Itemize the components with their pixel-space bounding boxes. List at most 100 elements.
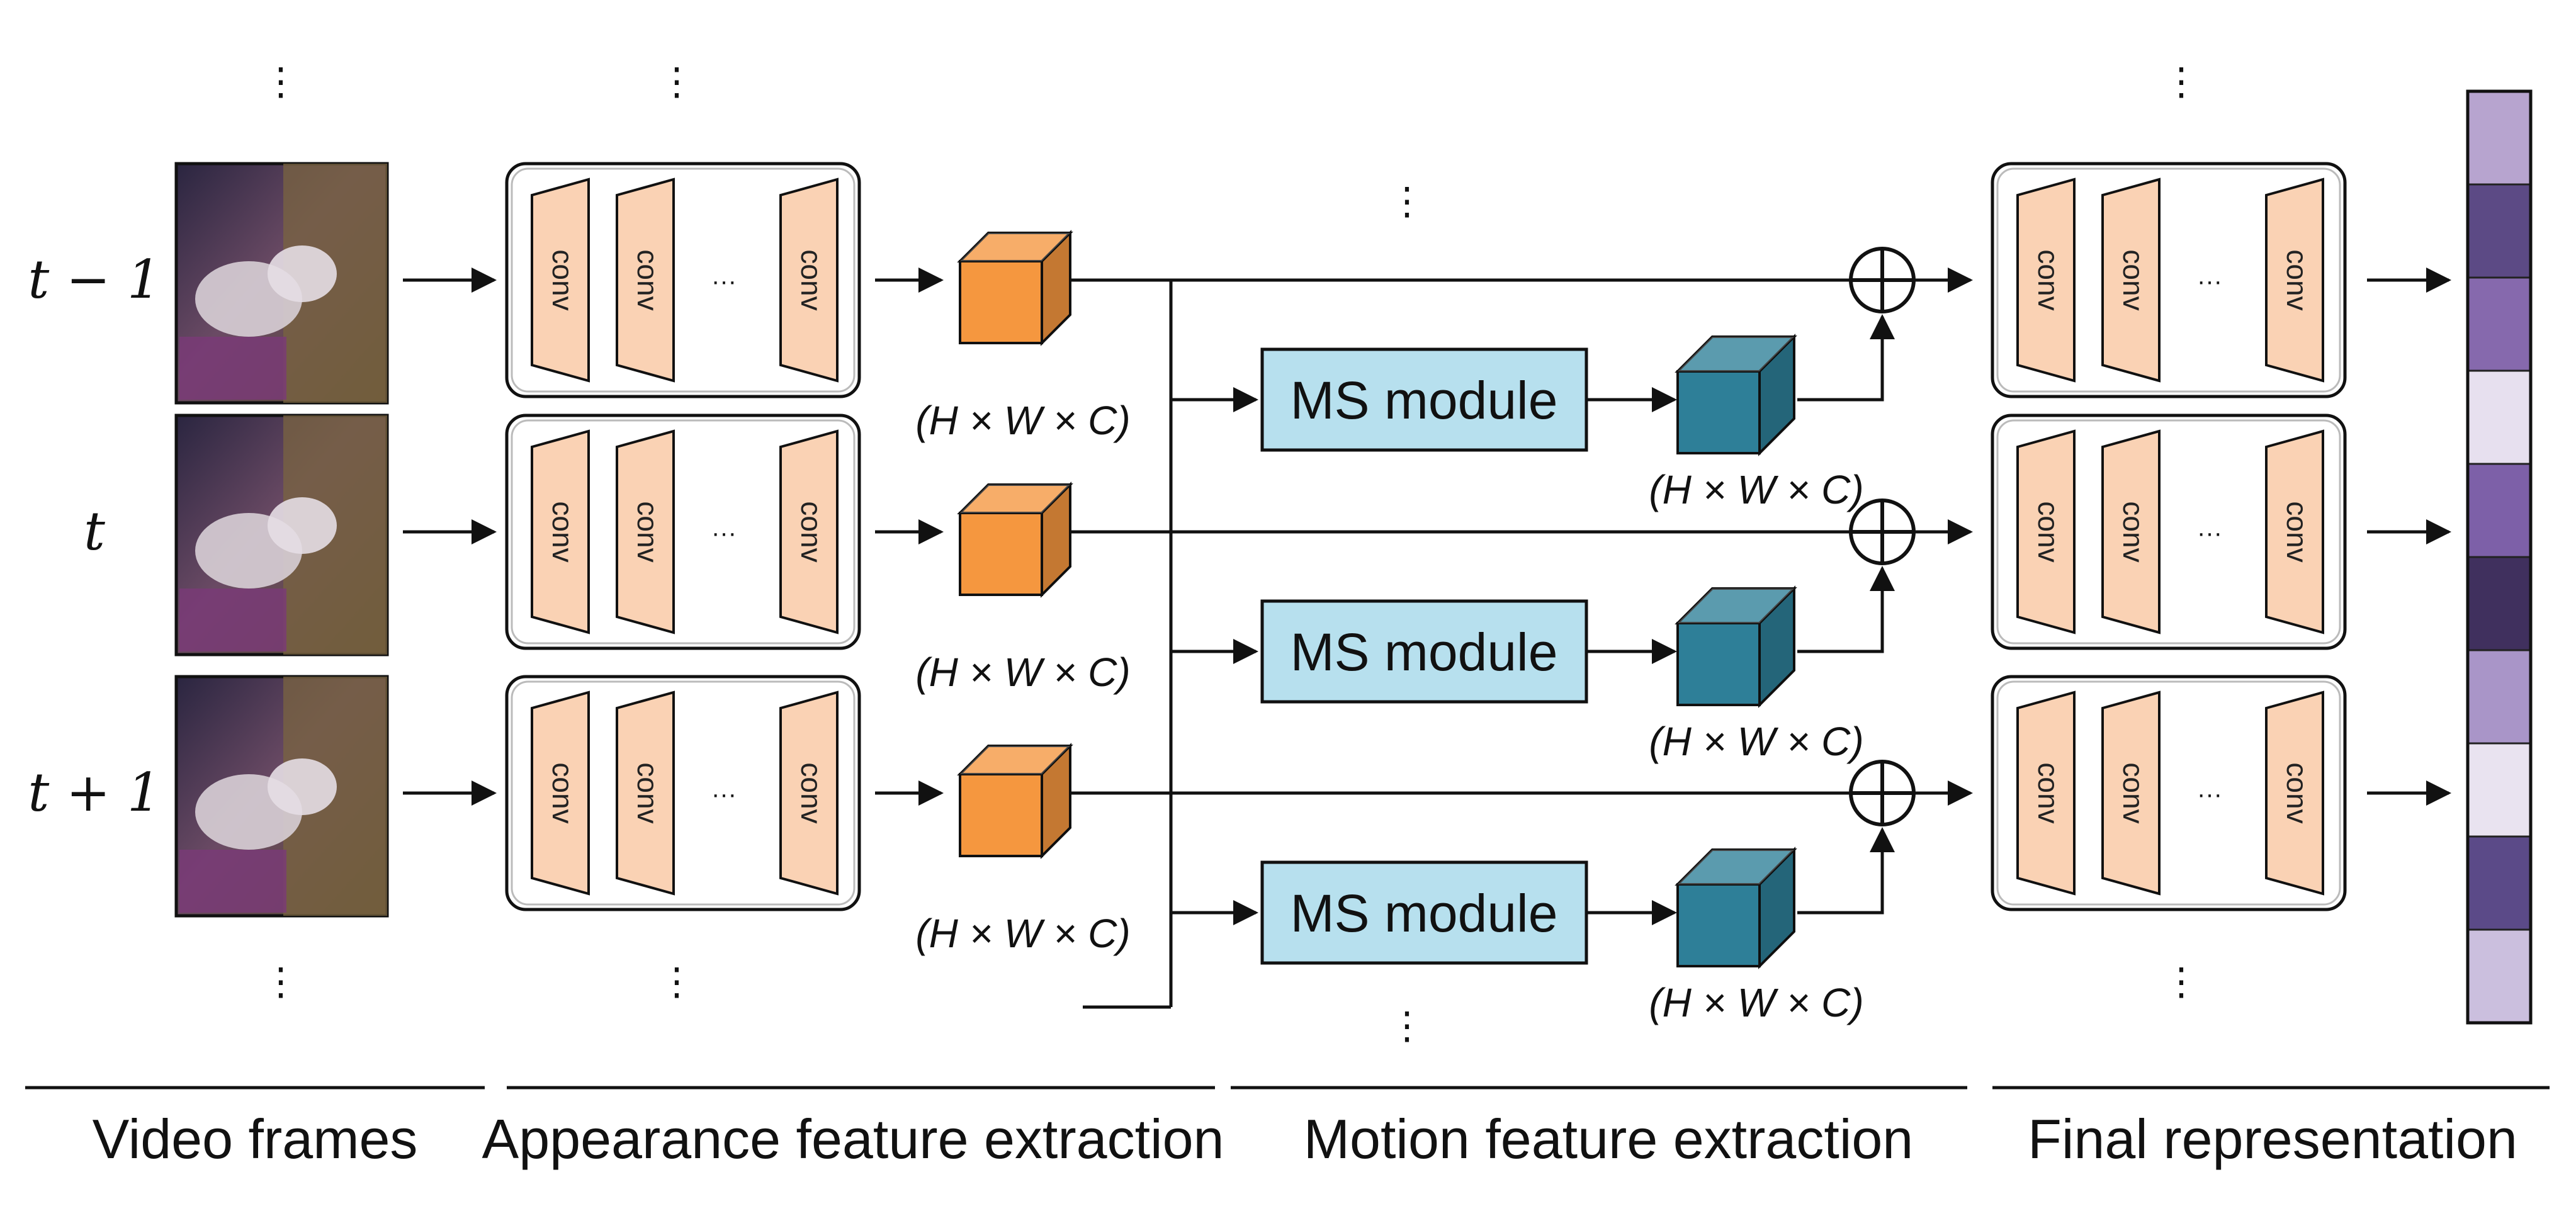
conv-layer [779, 690, 839, 896]
appearance-feature-dims: (H × W × C) [915, 398, 1130, 443]
conv-label: conv [2281, 501, 2313, 562]
video-frame-thumbnail [174, 414, 389, 656]
final-conv-block-container [1991, 162, 2347, 398]
vector-cell [2466, 369, 2532, 465]
final-conv-block-inner-border [1996, 680, 2341, 906]
conv-label: conv [795, 249, 828, 310]
section-label-video-frames: Video frames [93, 1108, 418, 1170]
horizontal-ellipsis: ··· [711, 780, 737, 808]
motion-feature-cube-side-shade [1760, 850, 1794, 966]
appearance-feature-cube-side-shade [1042, 746, 1070, 856]
arrow-motion-to-sum [1797, 827, 1895, 915]
appearance-feature-cube-side-shade [1042, 233, 1070, 343]
vertical-ellipsis: ⋮ [1388, 180, 1426, 222]
conv-layer [2265, 429, 2324, 634]
final-representation-vector [2466, 89, 2533, 1025]
ms-module-box [1260, 599, 1588, 704]
conv-layer [2016, 429, 2076, 634]
section-label-final: Final representation [2028, 1108, 2517, 1170]
motion-feature-dims: (H × W × C) [1649, 980, 1863, 1025]
section-label-appearance: Appearance feature extraction [482, 1108, 1224, 1170]
ms-module-label: MS module [1291, 622, 1558, 682]
motion-feature-cube-side [1758, 847, 1795, 969]
appearance-conv-block-inner-border [511, 419, 856, 645]
conv-label: conv [546, 501, 579, 562]
vertical-ellipsis-group: ⋮ ⋮ ⋮ ⋮ ⋮ ⋮ ⋮ ⋮ [262, 60, 2200, 1047]
conv-label: conv [546, 249, 579, 310]
conv-layer [531, 429, 590, 634]
vector-cell [2466, 183, 2532, 279]
motion-feature-cube-top-highlight [1678, 337, 1794, 371]
conv-layer [531, 690, 590, 896]
conv-label: conv [2117, 501, 2150, 562]
motion-feature-cube-side-shade [1760, 337, 1794, 453]
appearance-feature-cube-side-shade [1042, 485, 1070, 595]
vertical-ellipsis: ⋮ [658, 60, 696, 103]
appearance-feature-dims: (H × W × C) [915, 911, 1130, 956]
motion-feature-cube-top-highlight [1678, 589, 1794, 623]
conv-layer [779, 429, 839, 634]
vertical-ellipsis: ⋮ [1388, 1005, 1426, 1047]
appearance-conv-block-container [505, 162, 861, 398]
conv-label: conv [2117, 249, 2150, 310]
ms-module-label: MS module [1291, 884, 1558, 943]
vector-cell [2466, 649, 2532, 745]
motion-feature-dims: (H × W × C) [1649, 467, 1863, 512]
vector-cell [2466, 463, 2532, 558]
motion-feature-cube-side [1758, 585, 1795, 708]
motion-feature-cube-top-highlight [1678, 850, 1794, 884]
conv-label: conv [546, 762, 579, 823]
horizontal-ellipsis: ··· [2197, 268, 2222, 295]
appearance-feature-dims: (H × W × C) [915, 650, 1130, 695]
motion-feature-cube-front [1676, 370, 1761, 454]
motion-feature-cube-side [1758, 334, 1795, 456]
circled-plus-icon [1849, 760, 1916, 826]
appearance-feature-cube-top-highlight [960, 485, 1070, 513]
frame-sleeve [179, 589, 286, 651]
vector-cell [2466, 276, 2532, 372]
frame-sleeve [179, 850, 286, 913]
appearance-conv-block-inner-border [511, 167, 856, 393]
final-conv-block-container [1991, 675, 2347, 911]
ms-module-label: MS module [1291, 371, 1558, 430]
motion-feature-cube-front [1676, 883, 1761, 967]
horizontal-ellipsis: ··· [711, 519, 737, 547]
motion-feature-dims: (H × W × C) [1649, 719, 1863, 764]
conv-layer [2101, 177, 2161, 383]
horizontal-ellipsis: ··· [2197, 519, 2222, 547]
horizontal-ellipsis: ··· [2197, 780, 2222, 808]
final-conv-block-container [1991, 414, 2347, 650]
appearance-conv-block-container [505, 414, 861, 650]
conv-label: conv [795, 762, 828, 823]
vector-outline [2466, 89, 2533, 1025]
vertical-ellipsis: ⋮ [2162, 60, 2200, 103]
conv-layer [616, 429, 675, 634]
frame-hand [268, 497, 337, 554]
circled-plus-icon [1849, 247, 1916, 313]
conv-layer [2265, 177, 2324, 383]
appearance-feature-cube-top-highlight [960, 233, 1070, 261]
vector-cell [2466, 90, 2532, 186]
arrow-motion-to-sum [1797, 566, 1895, 653]
time-label: t [84, 500, 105, 562]
conv-layer [616, 690, 675, 896]
video-frame-thumbnail [174, 162, 389, 405]
appearance-feature-cube-front [959, 512, 1043, 596]
conv-layer [2101, 690, 2161, 896]
vertical-ellipsis: ⋮ [262, 960, 300, 1003]
circled-plus-icon [1849, 498, 1916, 565]
time-label: t + 1 [28, 762, 161, 823]
ms-module-box [1260, 347, 1588, 452]
conv-label: conv [795, 501, 828, 562]
conv-layer [2265, 690, 2324, 896]
final-conv-block-inner-border [1996, 419, 2341, 645]
time-label: t − 1 [28, 249, 161, 310]
conv-label: conv [2032, 249, 2065, 310]
conv-layer [531, 177, 590, 383]
conv-label: conv [631, 501, 664, 562]
conv-layer [2101, 429, 2161, 634]
conv-label: conv [2117, 762, 2150, 823]
